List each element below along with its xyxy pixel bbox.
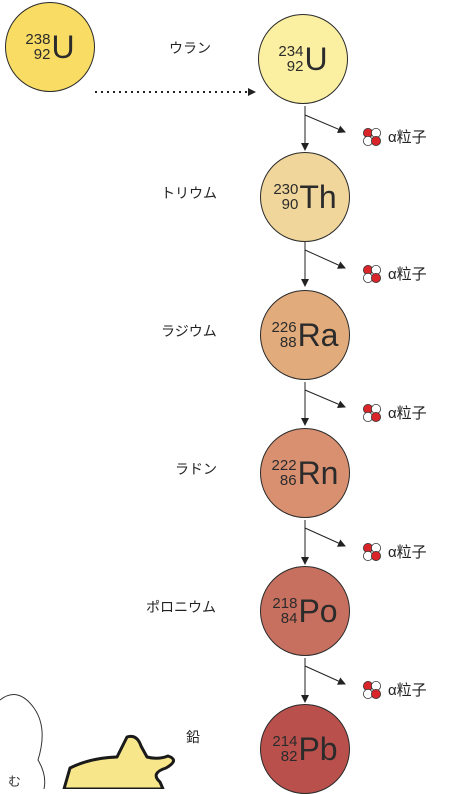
element-name-radium: ラジウム: [161, 323, 217, 339]
mass-number: 214: [272, 733, 298, 750]
isotope-node-ra226: 226 88 Ra: [260, 290, 350, 380]
alpha-label-text: α粒子: [388, 544, 427, 561]
alpha-particle-label-5: α粒子: [361, 679, 427, 700]
mass-number: 230: [273, 181, 299, 198]
alpha-particle-label-4: α粒子: [361, 541, 427, 562]
element-symbol: Po: [298, 593, 338, 629]
mass-number: 218: [272, 595, 298, 612]
cartoon-hand-illustration: [62, 734, 175, 789]
alpha-emission-arrow-1: [304, 114, 346, 133]
mass-number: 234: [278, 43, 304, 60]
atomic-number: 92: [33, 46, 51, 63]
isotope-node-rn222: 222 86 Rn: [260, 428, 350, 518]
atomic-number: 90: [281, 196, 299, 213]
alpha-particle-label-2: α粒子: [361, 263, 427, 284]
cropped-bubble-text: む: [8, 774, 22, 789]
atomic-number: 92: [286, 58, 304, 75]
atomic-number: 84: [280, 610, 298, 627]
alpha-emission-arrow-5: [304, 665, 346, 685]
mass-number: 226: [271, 319, 297, 336]
thought-bubble-outline: [0, 694, 46, 789]
element-symbol: Rn: [297, 455, 339, 491]
element-symbol: U: [51, 29, 75, 65]
element-name-lead: 鉛: [186, 729, 200, 745]
alpha-particle-label-1: α粒子: [361, 126, 427, 147]
isotope-node-po218: 218 84 Po: [260, 566, 350, 656]
alpha-label-text: α粒子: [388, 405, 427, 422]
element-name-uranium: ウラン: [169, 40, 211, 56]
mass-number: 222: [271, 457, 297, 474]
alpha-label-text: α粒子: [388, 129, 427, 146]
element-name-polonium: ポロニウム: [146, 599, 216, 615]
alpha-emission-arrow-2: [304, 249, 346, 269]
alpha-particle-icon: [363, 542, 381, 561]
mass-number: 238: [25, 31, 51, 48]
alpha-particle-label-3: α粒子: [361, 402, 427, 423]
isotope-node-pb214: 214 82 Pb: [260, 704, 350, 794]
alpha-emission-arrow-3: [304, 389, 346, 408]
isotope-node-th230: 230 90 Th: [260, 152, 350, 242]
alpha-particle-icon: [363, 264, 381, 283]
atomic-number: 88: [279, 334, 297, 351]
isotope-node-u238: 238 92 U: [5, 2, 95, 92]
atomic-number: 86: [279, 472, 297, 489]
element-symbol: Th: [299, 179, 337, 215]
atomic-number: 82: [280, 748, 298, 765]
alpha-label-text: α粒子: [388, 682, 427, 699]
element-name-radon: ラドン: [175, 461, 217, 477]
isotope-node-u234: 234 92 U: [258, 14, 348, 104]
alpha-emission-arrow-4: [304, 527, 346, 547]
element-name-thorium: トリウム: [161, 185, 217, 201]
alpha-particle-icon: [363, 127, 381, 146]
alpha-particle-icon: [363, 403, 381, 422]
element-symbol: U: [304, 41, 328, 77]
alpha-particle-icon: [363, 680, 381, 699]
element-symbol: Pb: [298, 731, 338, 767]
element-symbol: Ra: [297, 317, 339, 353]
alpha-label-text: α粒子: [388, 266, 427, 283]
